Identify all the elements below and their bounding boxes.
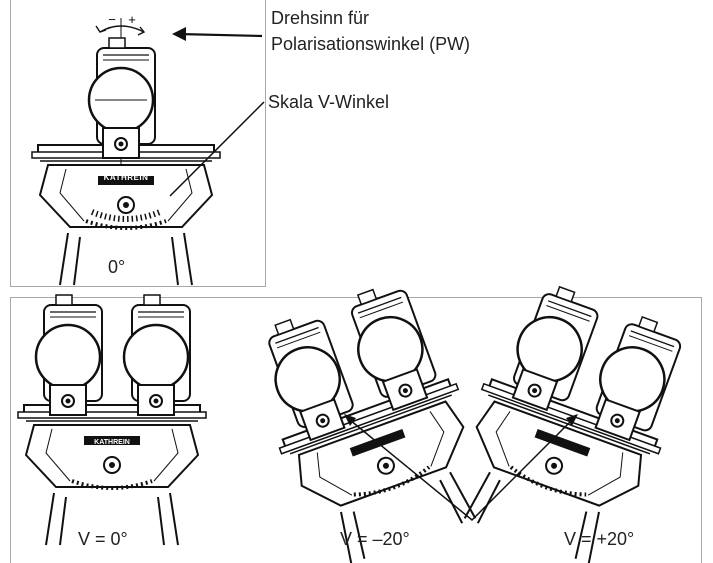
view-label-minus20: V = –20° (340, 529, 410, 549)
view-label-0: V = 0° (78, 529, 128, 549)
callout-rotation-line2: Polarisationswinkel (PW) (271, 34, 471, 54)
single-lnb-frame (10, 0, 266, 287)
rotation-plus-sign: + (128, 12, 136, 27)
v-angle-scale (90, 209, 162, 222)
lnb-holder-bracket (30, 143, 222, 287)
brand-logo: KATHREIN (104, 173, 149, 182)
callout-scale-label: Skala V-Winkel (268, 92, 390, 112)
single-lnb-caption: 0° (108, 257, 126, 277)
lnb-unit (87, 36, 157, 160)
twin-lnb-view-0 (16, 293, 208, 547)
scale-pointer-lines (349, 419, 573, 522)
callout-rotation-line1: Drehsinn für (271, 8, 370, 28)
rotation-minus-sign: − (108, 12, 116, 27)
twin-lnb-frame (10, 297, 702, 563)
twin-lnb-view-minus20 (255, 278, 504, 563)
callout-rotation-arrow (172, 27, 263, 41)
brand-logo-view-0: KATHREIN (94, 439, 130, 446)
pointer-arrowhead-right (566, 414, 578, 426)
view-label-plus20: V = +20° (564, 529, 635, 549)
pointer-arrowhead-left (344, 414, 356, 426)
single-lnb-figure: − + KATHREIN (30, 12, 265, 287)
callout-scale-leader (169, 101, 265, 197)
